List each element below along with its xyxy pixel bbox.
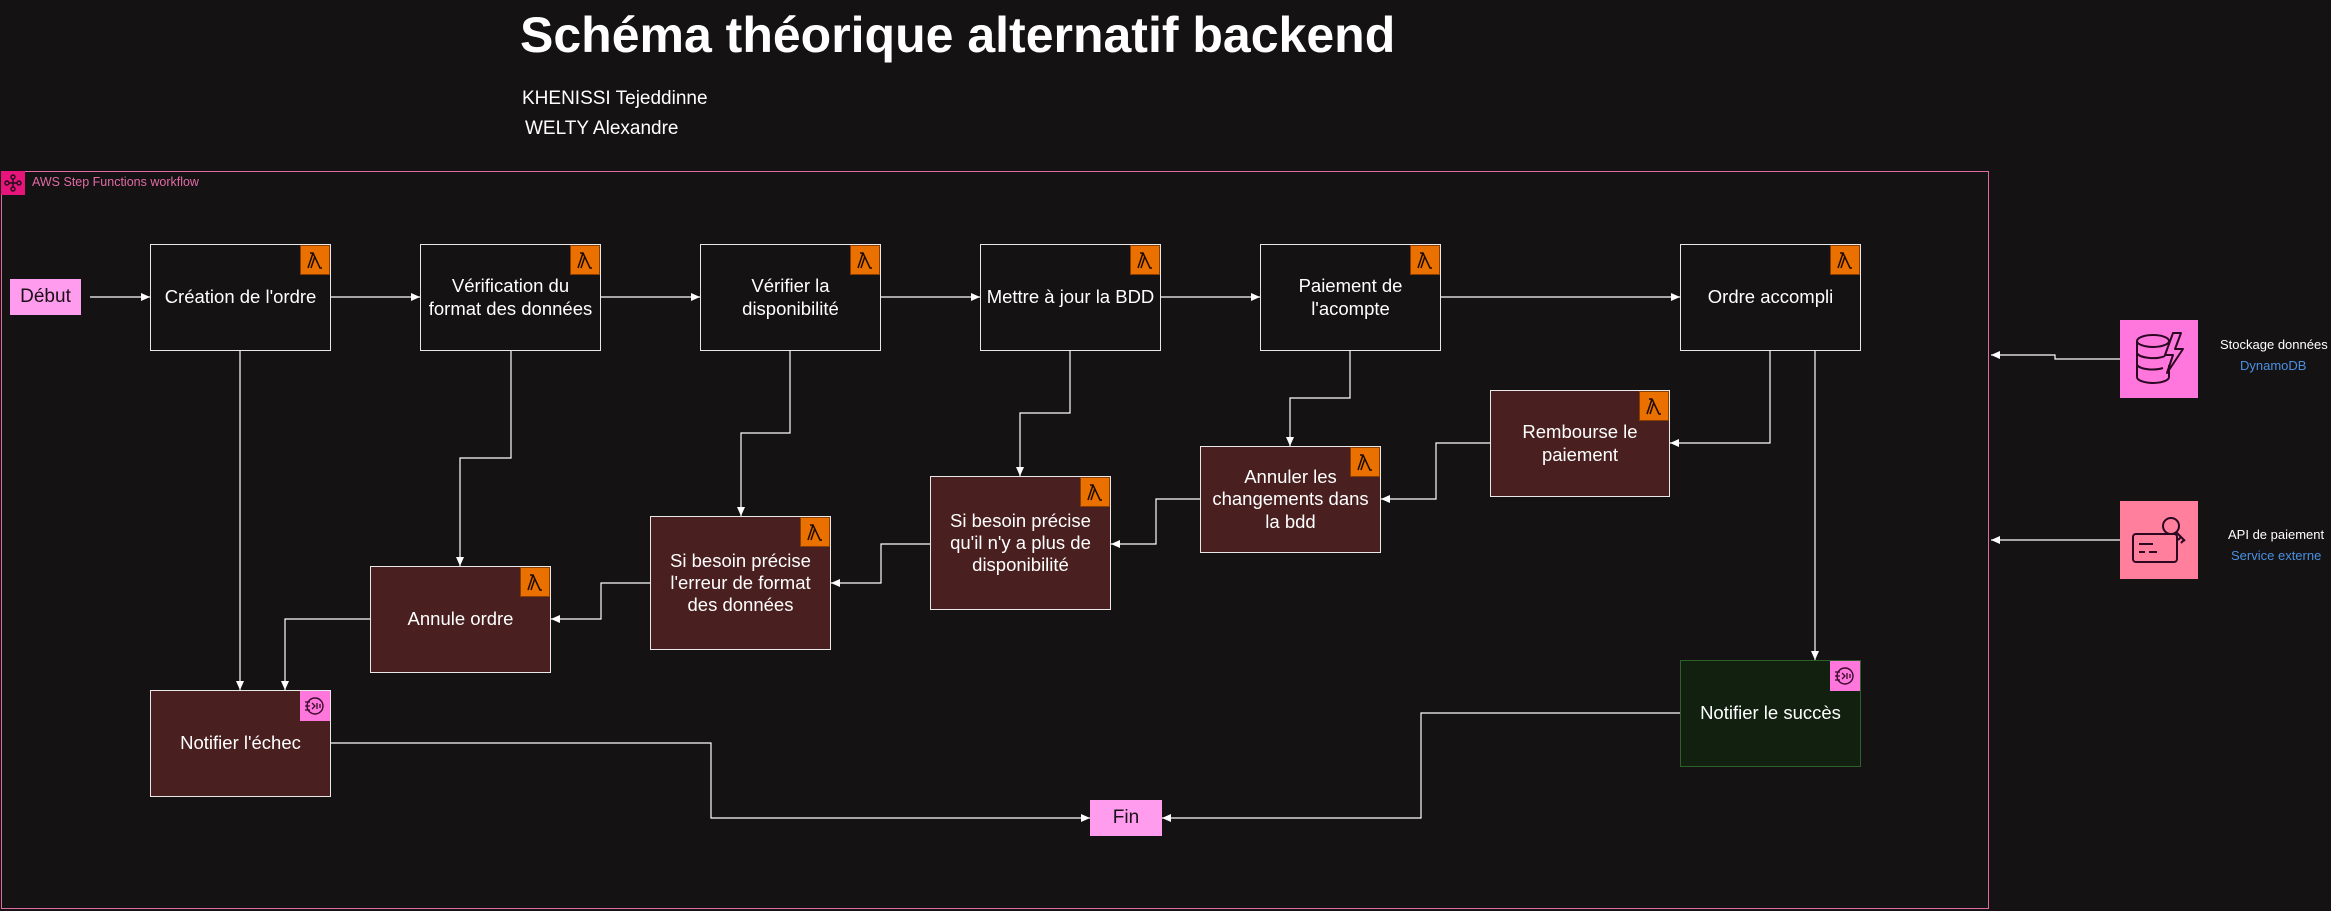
task-label: Rembourse le paiement [1522, 421, 1638, 465]
start-label: Début [20, 286, 71, 307]
lambda-icon [1639, 391, 1669, 421]
task-rembourse-paiement[interactable]: Rembourse le paiement [1490, 390, 1670, 497]
task-mettre-a-jour-bdd[interactable]: Mettre à jour la BDD [980, 244, 1161, 351]
lambda-icon [850, 245, 880, 275]
task-label: Vérifier la disponibilité [742, 275, 839, 319]
task-label: Si besoin précise qu'il n'y a plus de di… [950, 509, 1091, 576]
lambda-icon [570, 245, 600, 275]
start-node[interactable]: Début [10, 279, 81, 315]
task-erreur-format[interactable]: Si besoin précise l'erreur de format des… [650, 516, 831, 650]
task-plus-de-disponibilite[interactable]: Si besoin précise qu'il n'y a plus de di… [930, 476, 1111, 610]
lambda-icon [1830, 245, 1860, 275]
lambda-icon [1350, 447, 1380, 477]
edge-format-error-annule-ordre [551, 582, 650, 623]
edge-storage-workflow [1991, 351, 2120, 360]
edge-echec-fin [331, 742, 1090, 822]
task-label: Vérification du format des données [428, 275, 593, 319]
edge-bdd-no-stock [1016, 351, 1071, 476]
notification-service-icon [300, 691, 330, 721]
task-annule-ordre[interactable]: Annule ordre [370, 566, 551, 673]
task-label: Annule ordre [407, 608, 514, 630]
task-label: Ordre accompli [1707, 286, 1834, 308]
lambda-icon [1130, 245, 1160, 275]
dynamodb-icon [2120, 320, 2198, 398]
task-paiement-acompte[interactable]: Paiement de l'acompte [1260, 244, 1441, 351]
task-label: Paiement de l'acompte [1298, 275, 1403, 319]
payment-title: API de paiement [2228, 527, 2325, 542]
task-creation-ordre[interactable]: Création de l'ordre [150, 244, 331, 351]
task-label: Création de l'ordre [164, 286, 317, 308]
task-annuler-changements-bdd[interactable]: Annuler les changements dans la bdd [1200, 446, 1381, 553]
edge-no-stock-format-error [831, 543, 930, 587]
task-notifier-succes[interactable]: Notifier le succès [1680, 660, 1861, 767]
lambda-icon [300, 245, 330, 275]
task-label: Mettre à jour la BDD [986, 286, 1155, 308]
task-label: Notifier l'échec [180, 732, 301, 754]
task-label: Si besoin précise l'erreur de format des… [670, 549, 811, 616]
page-title: Schéma théorique alternatif backend [520, 7, 1396, 63]
step-functions-workflow-frame [1, 171, 1989, 909]
task-notifier-echec[interactable]: Notifier l'échec [150, 690, 331, 797]
author-name: WELTY Alexandre [525, 118, 679, 139]
workflow-label: AWS Step Functions workflow [32, 175, 199, 189]
lambda-icon [520, 567, 550, 597]
end-label: Fin [1112, 807, 1140, 828]
edge-cancel-db-no-stock [1111, 498, 1200, 548]
task-verifier-disponibilite[interactable]: Vérifier la disponibilité [700, 244, 881, 351]
author-name: KHENISSI Tejeddinne [522, 88, 708, 109]
edge-annule-ordre-notifier-echec [281, 618, 370, 690]
step-functions-icon [1, 171, 25, 195]
lambda-icon [800, 517, 830, 547]
lambda-icon [1410, 245, 1440, 275]
edge-paiement-cancel-db [1286, 351, 1351, 446]
edge-succes-fin [1162, 712, 1680, 822]
edge-accompli-refund [1670, 351, 1771, 447]
notification-service-icon [1830, 661, 1860, 691]
task-verification-format[interactable]: Vérification du format des données [420, 244, 601, 351]
payment-api-icon [2120, 501, 2198, 579]
edge-refund-cancel-db [1381, 442, 1490, 503]
task-ordre-accompli[interactable]: Ordre accompli [1680, 244, 1861, 351]
storage-subtitle: DynamoDB [2240, 358, 2307, 373]
end-node[interactable]: Fin [1090, 800, 1162, 836]
edge-verification-annule-ordre [456, 351, 512, 566]
storage-title: Stockage données [2220, 337, 2328, 352]
task-label: Notifier le succès [1700, 702, 1841, 724]
payment-subtitle: Service externe [2231, 548, 2322, 563]
edge-disponibilite-format-error [737, 351, 791, 516]
lambda-icon [1080, 477, 1110, 507]
